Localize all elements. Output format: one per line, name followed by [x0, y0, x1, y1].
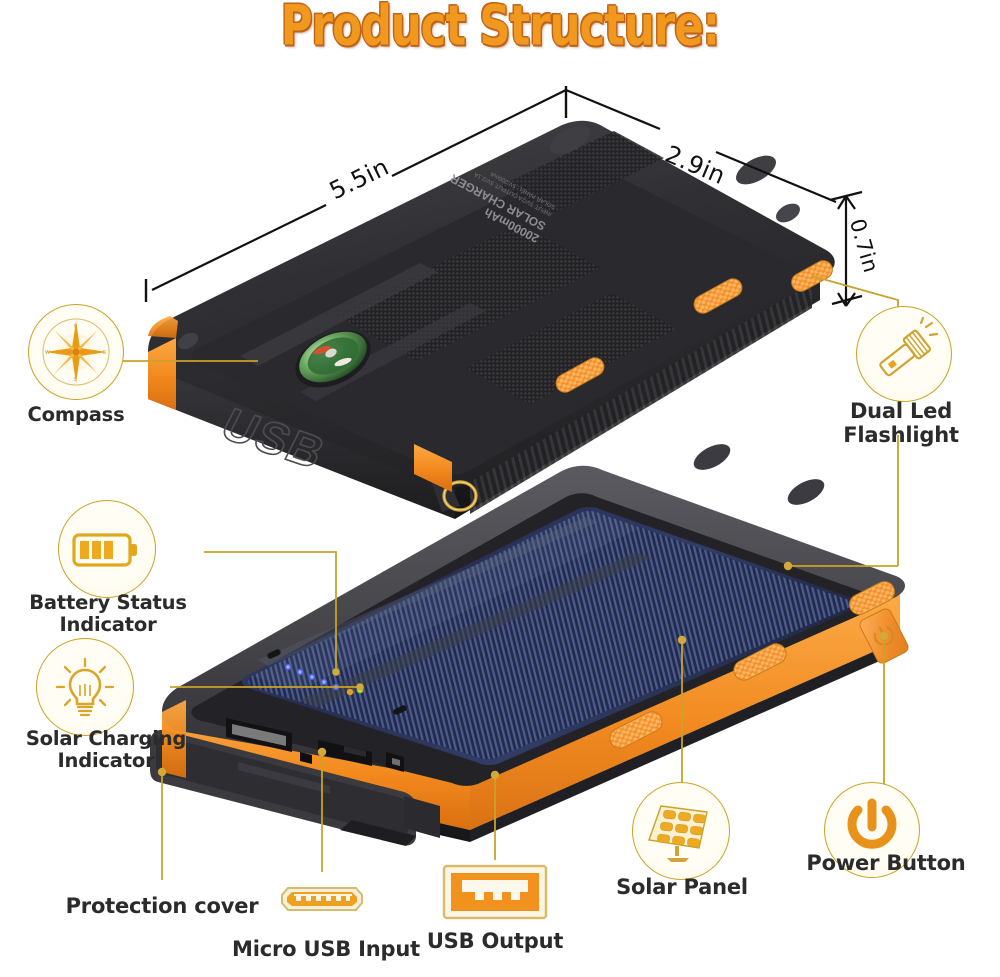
- svg-text:W: W: [45, 350, 50, 356]
- key-ring: [430, 478, 478, 512]
- callout-label-usb-output: USB Output: [426, 929, 564, 953]
- callout-icon-power-button[interactable]: [824, 782, 920, 878]
- callout-icon-solar-charging[interactable]: [36, 638, 134, 736]
- power-symbol-icon: [847, 798, 897, 849]
- callout-label-compass: Compass: [27, 403, 125, 426]
- lightbulb-icon: [55, 657, 115, 717]
- callout-label-protection-cover: Protection cover: [65, 894, 259, 918]
- callout-icon-usb-output[interactable]: [440, 862, 550, 922]
- battery-icon: [72, 533, 137, 567]
- callout-label-power-button: Power Button: [806, 851, 966, 875]
- compass-hardware: [295, 330, 371, 388]
- callout-label-solar-charging: Solar Charging Indicator: [25, 727, 187, 772]
- callout-label-flashlight: Dual Led Flashlight: [843, 399, 959, 447]
- compass-rose-icon: N S W E: [42, 318, 110, 386]
- protection-cover-hardware[interactable]: [150, 729, 440, 846]
- callout-icon-micro-usb[interactable]: [276, 880, 368, 918]
- usb-a-port-icon: [442, 864, 548, 920]
- solar-charging-led: [356, 686, 364, 694]
- callout-icon-battery-status[interactable]: [58, 500, 156, 598]
- callout-icon-compass[interactable]: N S W E: [28, 304, 124, 400]
- flashlight-icon: [879, 316, 939, 377]
- callout-label-micro-usb: Micro USB Input: [232, 937, 420, 961]
- callout-icon-flashlight[interactable]: [856, 306, 952, 402]
- power-bank-front-view: [150, 444, 909, 846]
- callout-label-solar-panel: Solar Panel: [616, 875, 748, 899]
- micro-usb-port-icon: [281, 887, 363, 911]
- svg-text:E: E: [103, 350, 107, 356]
- port-bay: [226, 718, 404, 772]
- led-flashlight-strips-bottom: [609, 581, 895, 749]
- callout-icon-solar-panel[interactable]: [632, 782, 730, 880]
- solar-panel-icon: [648, 805, 708, 862]
- svg-text:N: N: [74, 324, 78, 330]
- svg-text:S: S: [74, 377, 78, 383]
- callout-label-battery-status: Battery Status Indicator: [29, 591, 187, 636]
- page-title: Product Structure:: [280, 0, 720, 59]
- power-bank-back-view: 20000mAh SOLAR CHARGER INPUT: 5V/2A OUTP…: [148, 120, 835, 519]
